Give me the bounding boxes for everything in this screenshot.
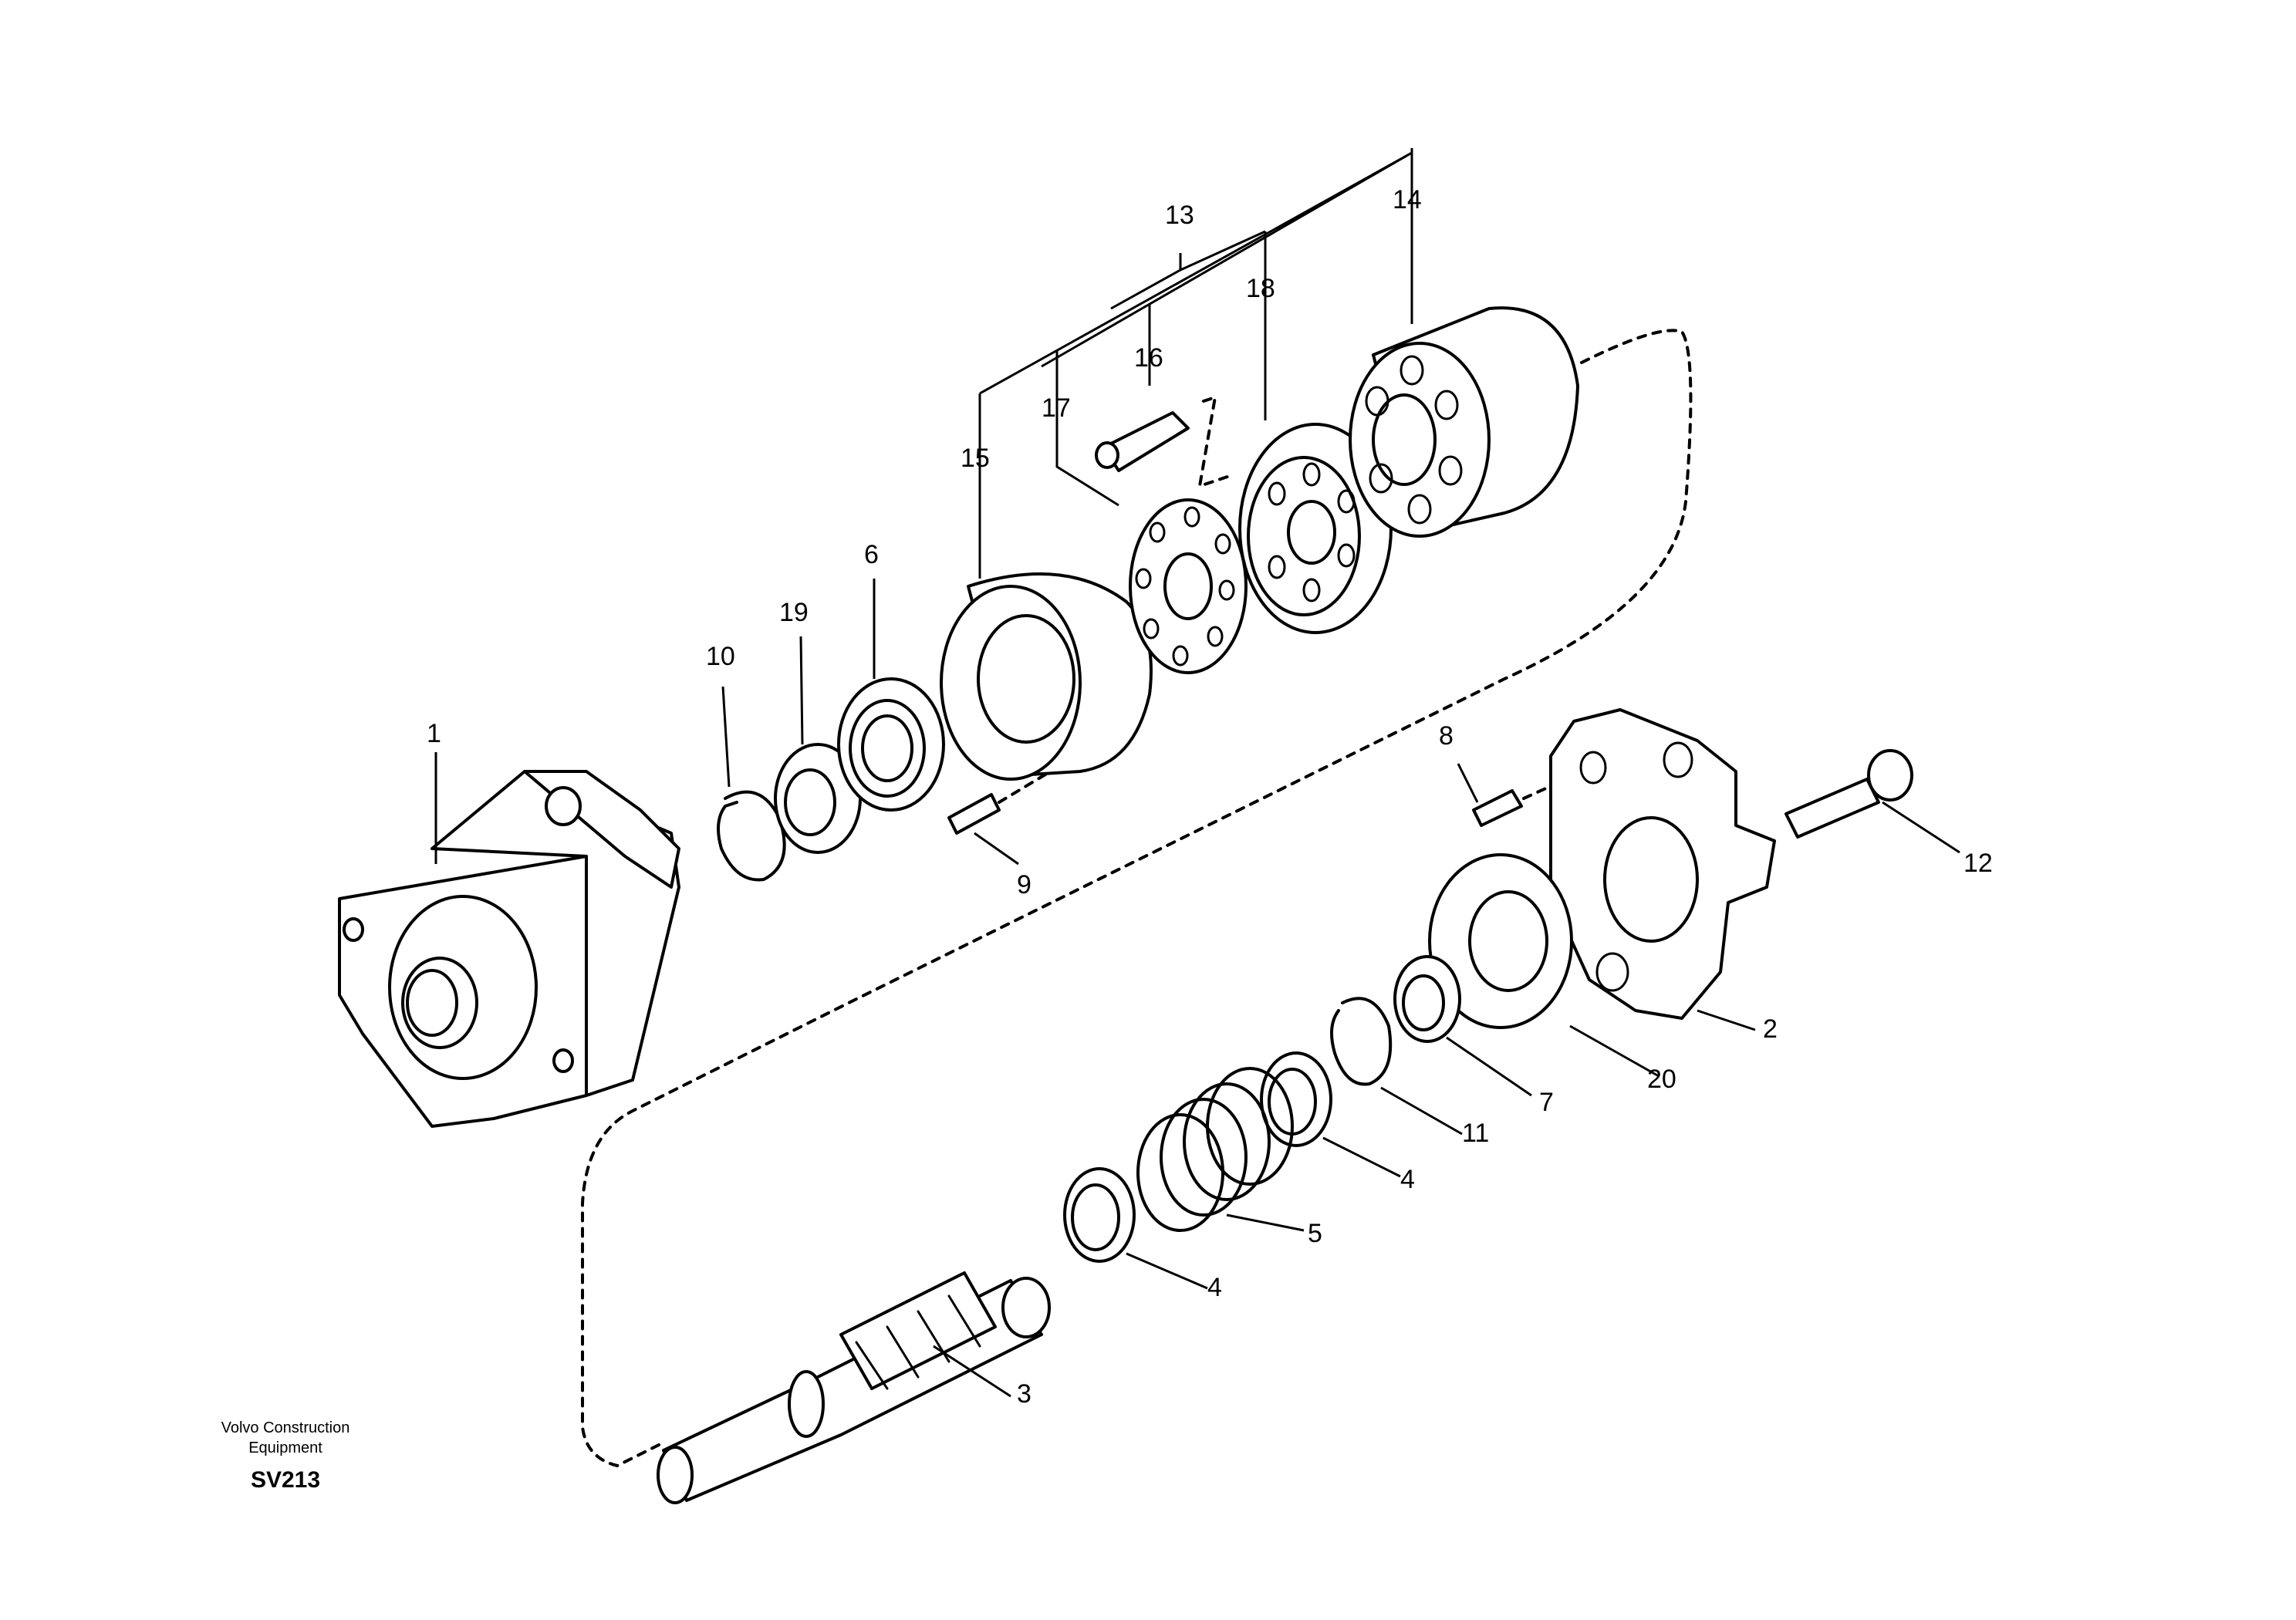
callout-15: 15	[961, 444, 990, 473]
callout-4-lower: 4	[1207, 1273, 1222, 1302]
company-name-line2: Equipment	[248, 1439, 322, 1456]
callout-12: 12	[1963, 849, 1993, 878]
callout-7: 7	[1539, 1088, 1554, 1117]
callout-19: 19	[779, 598, 809, 627]
bolt-12	[1784, 749, 1913, 839]
callout-labels: 1 10 19 6 9 15 17 16 13 18 14 8 12 2 20 …	[427, 185, 1993, 1409]
valve-pin-16	[1095, 395, 1236, 488]
pin-9	[947, 766, 1059, 835]
callout-14: 14	[1393, 185, 1422, 214]
thrust-plate-20	[1428, 853, 1573, 1029]
leader-lines	[434, 148, 1960, 1398]
callout-17: 17	[1042, 393, 1071, 423]
cylinder-barrel-14	[1349, 306, 1579, 538]
callout-20: 20	[1647, 1065, 1676, 1094]
ring-19	[774, 743, 862, 854]
company-name-line1: Volvo Construction	[221, 1419, 350, 1436]
drive-shaft-3	[657, 1271, 1051, 1504]
callout-16: 16	[1134, 343, 1163, 373]
callout-4-upper: 4	[1400, 1165, 1415, 1194]
callout-10: 10	[706, 642, 735, 671]
drawing-code: SV213	[250, 1467, 321, 1493]
manufacturer-label: Volvo Construction Equipment SV213	[185, 1418, 386, 1493]
callout-2: 2	[1763, 1014, 1778, 1044]
motor-housing	[338, 770, 680, 1128]
bearing-6	[837, 677, 945, 812]
callout-8: 8	[1439, 721, 1454, 751]
callout-11: 11	[1462, 1119, 1489, 1148]
callout-9: 9	[1017, 870, 1032, 899]
swash-plate-15	[940, 572, 1153, 781]
snap-ring-10	[717, 790, 786, 882]
callout-3: 3	[1017, 1379, 1032, 1409]
callout-6: 6	[864, 540, 879, 569]
washer-4b	[1063, 1167, 1136, 1263]
spline-sleeve-7	[1393, 955, 1461, 1043]
callout-18: 18	[1246, 274, 1275, 303]
valve-plate-17	[1129, 498, 1248, 674]
callout-5: 5	[1308, 1219, 1322, 1248]
end-cover-2	[1549, 708, 1776, 1020]
cylinder-block-18	[1238, 423, 1393, 634]
snap-ring-11	[1330, 997, 1393, 1086]
spring-5	[1136, 1067, 1294, 1232]
callout-13: 13	[1165, 201, 1194, 230]
callout-1: 1	[427, 719, 441, 748]
washer-4a	[1260, 1051, 1332, 1147]
assembly-guide-line	[581, 329, 1693, 1468]
